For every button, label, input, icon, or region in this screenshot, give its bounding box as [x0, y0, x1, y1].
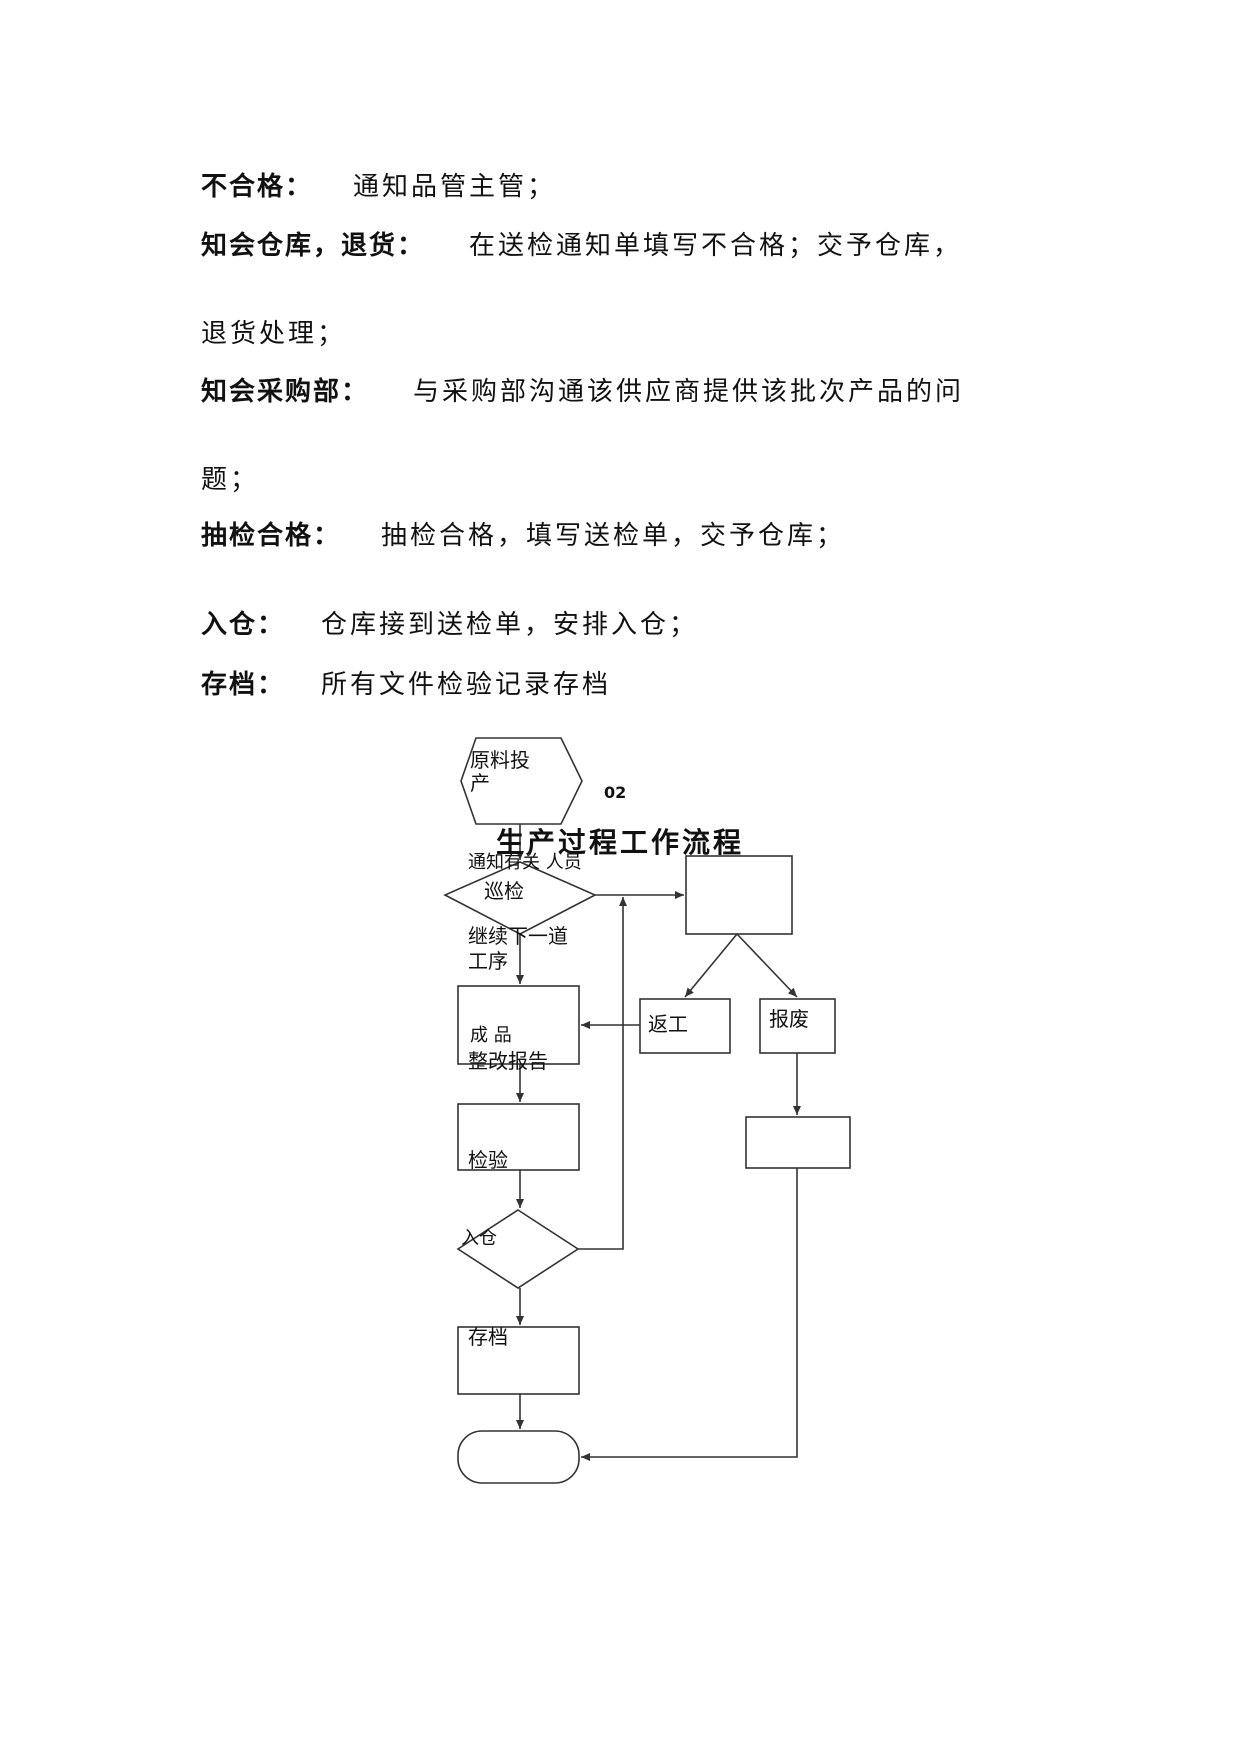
rectify-label: 整改报告 [468, 1049, 548, 1073]
patrol-label: 巡检 [484, 879, 524, 903]
item-text: 所有文件检验记录存档 [321, 670, 612, 700]
warehouse-diamond [456, 1209, 580, 1289]
continue-label-1: 继续下一道 [468, 924, 568, 948]
scrap-label: 报废 [769, 1007, 809, 1031]
end-terminator [457, 1430, 580, 1484]
start-label-1: 原料投 [470, 748, 530, 772]
rework-box [639, 998, 731, 1054]
item-continuation: 题； [201, 465, 260, 495]
item-warehousing: 入仓： 仓库接到送检单，安排入仓； [201, 604, 698, 641]
archive-box [457, 1326, 580, 1395]
item-term: 不合格： [201, 172, 314, 202]
flow-code: 02 [604, 783, 626, 802]
notify-label: 通知有关 人员 [468, 852, 582, 873]
rework-label: 返工 [648, 1012, 688, 1036]
item-text: 通知品管主管； [353, 172, 557, 202]
item-term: 抽检合格： [201, 521, 342, 551]
warehouse-label: 入仓 [461, 1228, 497, 1249]
item-text: 仓库接到送检单，安排入仓； [321, 610, 699, 640]
report-box [745, 1116, 851, 1169]
archive-label: 存档 [468, 1325, 508, 1349]
item-text: 与采购部沟通该供应商提供该批次产品的问 [413, 377, 965, 407]
product-label: 成 品 [470, 1025, 512, 1046]
item-archive: 存档： 所有文件检验记录存档 [201, 664, 611, 701]
flowchart-title: 生产过程工作流程 [496, 826, 744, 859]
notify-box [685, 855, 793, 935]
item-notify-purchasing: 知会采购部： 与采购部沟通该供应商提供该批次产品的问 [201, 371, 964, 408]
connector [578, 897, 627, 1250]
connector [581, 1168, 798, 1461]
item-continuation: 退货处理； [201, 319, 347, 349]
continue-label-2: 工序 [468, 949, 508, 973]
item-term: 知会采购部： [201, 377, 370, 407]
inspect-label: 检验 [468, 1148, 508, 1172]
connector [736, 933, 798, 998]
item-term: 知会仓库，退货： [201, 231, 426, 261]
item-term: 存档： [201, 670, 286, 700]
item-unqualified: 不合格： 通知品管主管； [201, 166, 556, 203]
product-box [457, 985, 580, 1065]
start-hexagon [460, 737, 583, 825]
start-label-2: 产 [470, 771, 490, 795]
item-text: 抽检合格，填写送检单，交予仓库； [381, 521, 846, 551]
item-term: 入仓： [201, 610, 286, 640]
inspect-box [457, 1103, 580, 1171]
item-text: 在送检通知单填写不合格；交予仓库， [469, 231, 963, 261]
item-notify-warehouse-return: 知会仓库，退货： 在送检通知单填写不合格；交予仓库， [201, 225, 962, 262]
connector [684, 933, 738, 998]
item-sampling-qualified: 抽检合格： 抽检合格，填写送检单，交予仓库； [201, 515, 845, 552]
